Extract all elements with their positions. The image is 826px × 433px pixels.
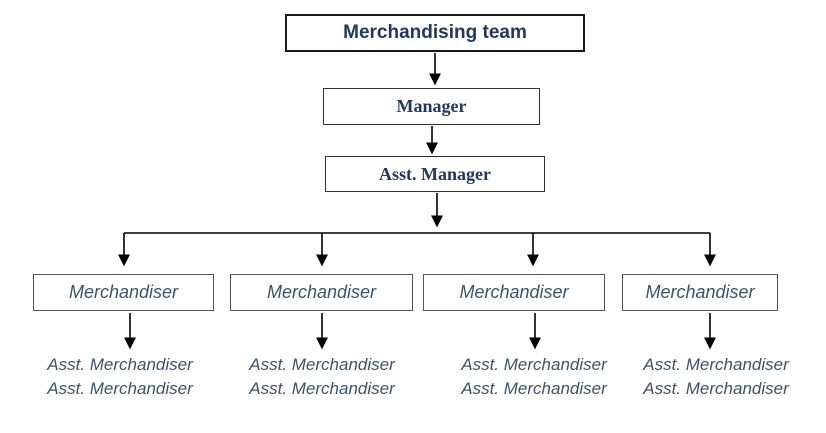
node-asst-manager: Asst. Manager: [325, 156, 545, 192]
report-item: Asst. Merchandiser: [47, 355, 193, 374]
report-item: Asst. Merchandiser: [249, 355, 395, 374]
node-merchandiser-1: Merchandiser: [33, 274, 214, 311]
report-item: Asst. Merchandiser: [249, 379, 395, 398]
report-item: Asst. Merchandiser: [643, 379, 789, 398]
reports-list-1: Asst. Merchandiser Asst. Merchandiser: [20, 353, 220, 401]
node-manager: Manager: [323, 88, 540, 125]
report-item: Asst. Merchandiser: [643, 355, 789, 374]
node-merchandising-team: Merchandising team: [285, 14, 585, 52]
report-item: Asst. Merchandiser: [47, 379, 193, 398]
report-item: Asst. Merchandiser: [461, 379, 607, 398]
node-merchandising-team-label: Merchandising team: [343, 22, 527, 43]
reports-list-3: Asst. Merchandiser Asst. Merchandiser: [434, 353, 634, 401]
reports-list-4: Asst. Merchandiser Asst. Merchandiser: [616, 353, 816, 401]
node-manager-label: Manager: [396, 96, 467, 116]
node-merchandiser-3: Merchandiser: [423, 274, 605, 311]
node-merchandiser-2-label: Merchandiser: [266, 282, 377, 302]
node-merchandiser-4: Merchandiser: [622, 274, 778, 311]
node-asst-manager-label: Asst. Manager: [379, 163, 491, 184]
reports-list-2: Asst. Merchandiser Asst. Merchandiser: [222, 353, 422, 401]
node-merchandiser-1-label: Merchandiser: [68, 282, 179, 302]
node-merchandiser-2: Merchandiser: [230, 274, 413, 311]
report-item: Asst. Merchandiser: [461, 355, 607, 374]
node-merchandiser-3-label: Merchandiser: [459, 282, 569, 302]
node-merchandiser-4-label: Merchandiser: [645, 282, 755, 302]
